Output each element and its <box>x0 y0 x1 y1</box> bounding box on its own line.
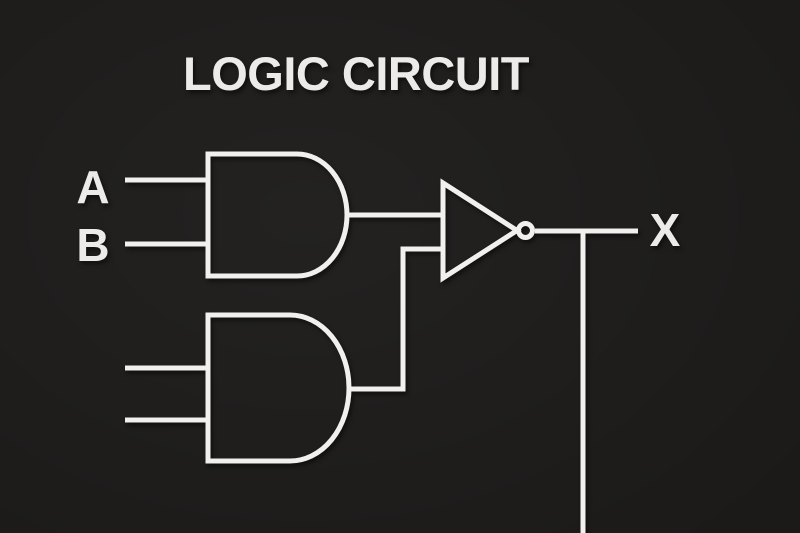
circuit-labels: A B X <box>76 161 680 271</box>
circuit-strokes <box>125 151 638 533</box>
wire-and-bottom-to-not <box>349 246 443 392</box>
label-input-b: B <box>76 219 109 271</box>
label-output-x: X <box>650 204 681 256</box>
not-gate-bubble <box>516 221 535 240</box>
label-input-a: A <box>76 161 109 213</box>
diagram-title: LOGIC CIRCUIT <box>183 47 529 100</box>
and-gate-bottom <box>205 312 352 464</box>
not-gate-triangle <box>440 178 522 283</box>
and-gate-top <box>205 151 350 279</box>
